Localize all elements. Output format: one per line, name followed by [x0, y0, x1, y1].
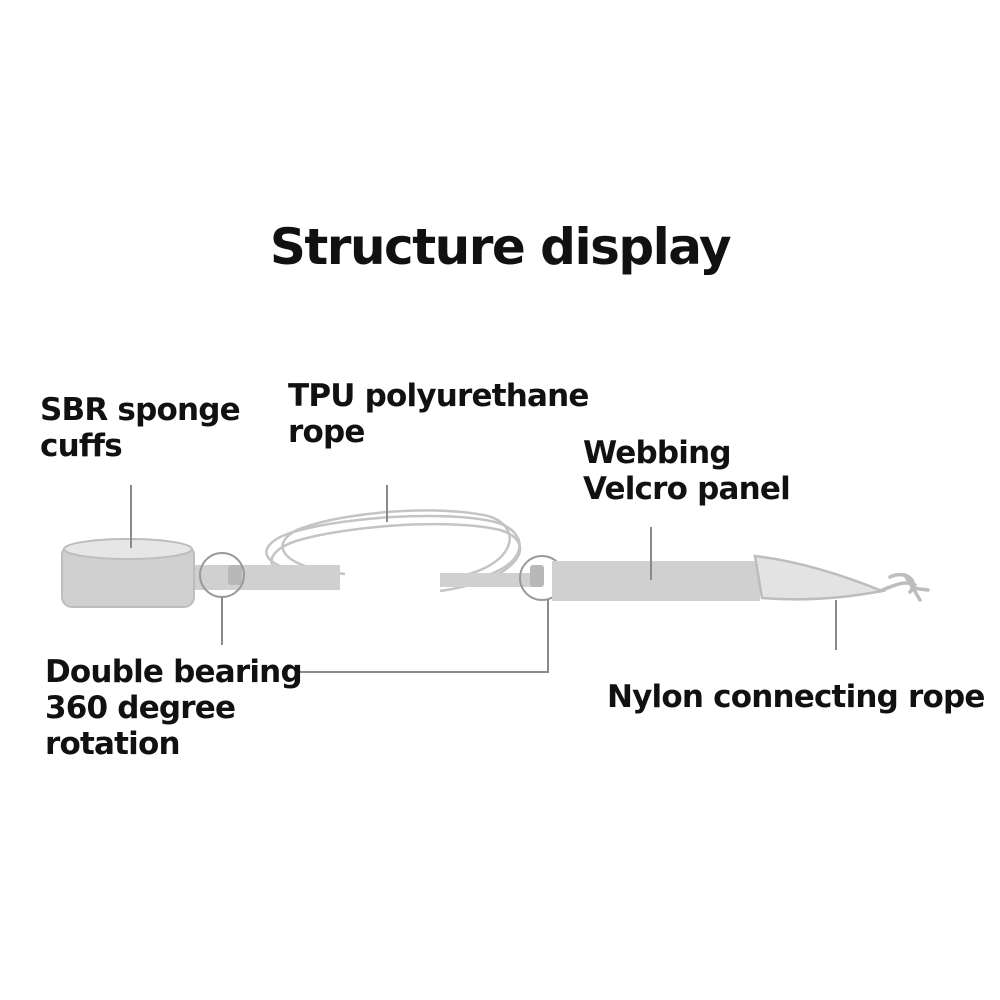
- webbing-velcro-panel: [552, 561, 760, 601]
- label-webbing-velcro-panel: Webbing Velcro panel: [583, 435, 791, 507]
- label-double-bearing: Double bearing 360 degree rotation: [45, 654, 303, 762]
- label-tpu-polyurethane-rope: TPU polyurethane rope: [288, 378, 589, 450]
- sbr-sponge-cuff: [61, 538, 195, 608]
- nylon-rope-knot: [878, 572, 930, 602]
- leader-bearing-2: [300, 600, 549, 673]
- diagram-title: Structure display: [269, 218, 732, 276]
- label-nylon-connecting-rope: Nylon connecting rope: [607, 679, 985, 715]
- rail-saver-cone: [753, 554, 887, 601]
- tpu-rope-coil: [265, 509, 522, 593]
- cuff-connector-strap: [190, 565, 340, 590]
- rope-to-swivel-2: [440, 573, 540, 587]
- label-sbr-sponge-cuffs: SBR sponge cuffs: [40, 392, 241, 464]
- leader-lines: [130, 485, 837, 673]
